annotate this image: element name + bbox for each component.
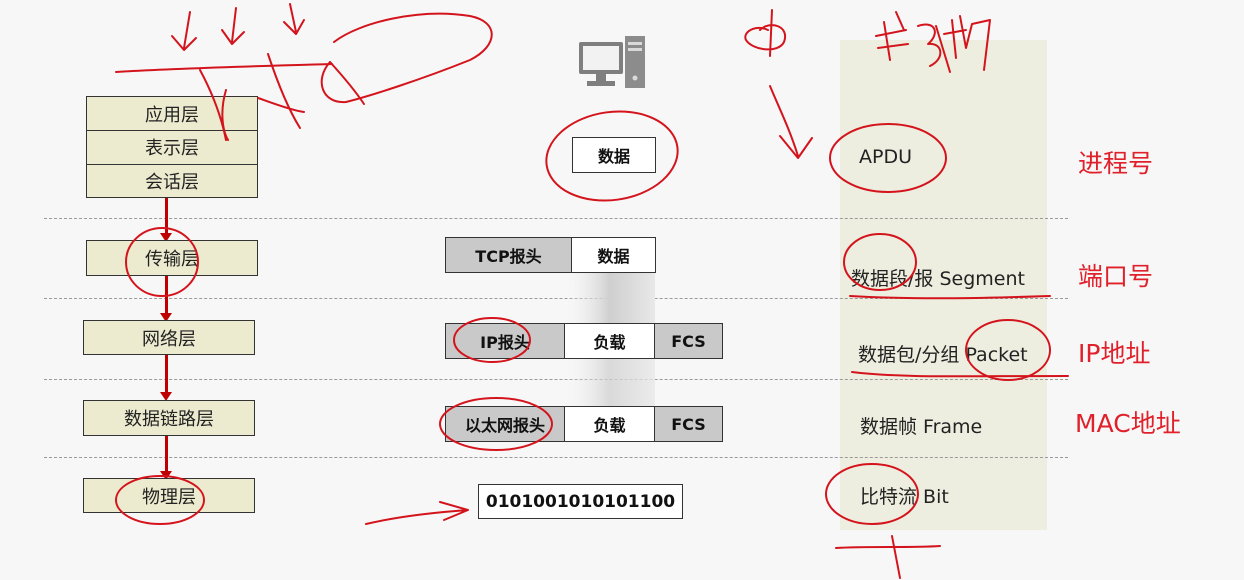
data-segment: 数据 [573,138,655,172]
tcp-data: 数据 [571,238,655,272]
ink-arrow-right [769,85,813,159]
ink-doodle [744,9,787,57]
pdu-apdu: APDU [859,146,912,168]
layer-transport: 传输层 [86,240,258,276]
upper-layers-stack: 应用层 表示层 会话层 [86,96,258,198]
divider-datalink [44,457,1068,458]
ink-bottom-mark [835,535,941,579]
ethernet-header: 以太网报头 [446,407,564,441]
layer-network: 网络层 [83,320,255,355]
pdu-segment: 数据段/报 Segment [851,268,1025,290]
ink-arrow-2 [221,7,245,45]
ethernet-frame: 以太网报头 负载 FCS [445,406,723,442]
data-block: 数据 [572,137,656,173]
bitstream-value: 0101001010101100 [479,485,682,518]
frame-fcs: FCS [654,407,722,441]
encapsulation-wedge [563,271,655,408]
layer-physical: 物理层 [83,478,255,513]
ink-line-top [115,63,333,73]
divider-transport [44,298,1068,299]
arrow-down-3 [160,355,172,401]
ink-arc-loop [320,12,493,104]
pdu-bit: 比特流 Bit [860,486,949,508]
addr-mac: MAC地址 [1075,409,1181,438]
ip-packet: IP报头 负载 FCS [445,323,723,359]
addr-ip: IP地址 [1078,339,1151,368]
arrow-down-4 [160,436,172,480]
ink-arrow-3 [283,3,305,35]
arrow-down-2 [160,276,172,322]
ink-arrow-1 [171,11,197,51]
frame-payload: 负载 [564,407,654,441]
addr-port: 端口号 [1078,262,1154,291]
ink-stroke-b [257,53,305,129]
ip-header: IP报头 [446,324,564,358]
layer-application: 应用层 [145,104,199,126]
tcp-header: TCP报头 [446,238,571,272]
bitstream-block: 0101001010101100 [478,484,683,519]
pdu-frame: 数据帧 Frame [860,416,983,438]
layer-session: 会话层 [87,163,257,197]
ip-payload: 负载 [564,324,654,358]
divider-network [44,379,1068,380]
addr-process: 进程号 [1078,149,1154,178]
pdu-packet: 数据包/分组 Packet [858,344,1028,366]
tcp-segment: TCP报头 数据 [445,237,656,273]
ink-arc-tail [329,61,365,105]
computer-icon [579,36,645,88]
ink-arrow-bits [365,501,469,525]
ip-fcs: FCS [654,324,722,358]
arrow-down-1 [160,198,172,242]
divider-upper [44,218,1068,219]
layer-datalink: 数据链路层 [83,400,255,436]
layer-presentation: 表示层 [87,130,257,163]
